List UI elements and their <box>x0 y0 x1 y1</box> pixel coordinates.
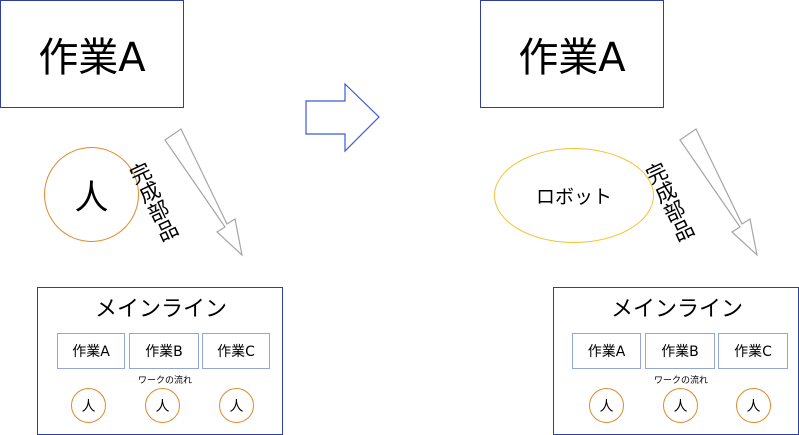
transition-arrow <box>305 82 380 153</box>
left-line-worker-3-label: 人 <box>229 398 244 415</box>
left-task-label: 作業A <box>38 35 146 81</box>
left-work-flow-label: ワークの流れ <box>137 376 192 386</box>
left-line-worker-1: 人 <box>71 388 106 423</box>
right-flow-arrow <box>679 128 758 257</box>
left-flow-arrow <box>164 128 243 257</box>
right-main-line-title: メインライン <box>610 297 743 322</box>
left-line-worker-1-label: 人 <box>81 398 96 415</box>
left-line-worker-2: 人 <box>145 388 180 423</box>
right-line-worker-3-label: 人 <box>746 398 761 415</box>
right-line-worker-1-label: 人 <box>599 398 614 415</box>
right-step-c: 作業C <box>718 333 788 369</box>
right-line-worker-3: 人 <box>736 388 771 423</box>
right-line-worker-1: 人 <box>589 388 624 423</box>
left-worker-label: 人 <box>74 178 109 218</box>
left-line-worker-2-label: 人 <box>155 398 170 415</box>
right-step-b: 作業B <box>645 333 715 369</box>
left-main-line-title: メインライン <box>94 297 227 322</box>
left-step-c: 作業C <box>202 333 270 369</box>
right-task-box: 作業A <box>480 0 664 108</box>
left-line-worker-3: 人 <box>219 388 254 423</box>
right-robot-ellipse: ロボット <box>494 148 654 243</box>
left-step-b: 作業B <box>129 333 199 369</box>
right-work-flow-label: ワークの流れ <box>653 376 708 386</box>
left-step-a: 作業A <box>57 333 125 369</box>
right-step-a: 作業A <box>572 333 641 369</box>
right-task-label: 作業A <box>518 35 626 81</box>
left-worker-circle: 人 <box>44 147 139 242</box>
right-line-worker-2: 人 <box>663 388 698 423</box>
right-line-worker-2-label: 人 <box>673 398 688 415</box>
left-task-box: 作業A <box>0 0 184 108</box>
right-robot-label: ロボット <box>535 186 612 208</box>
